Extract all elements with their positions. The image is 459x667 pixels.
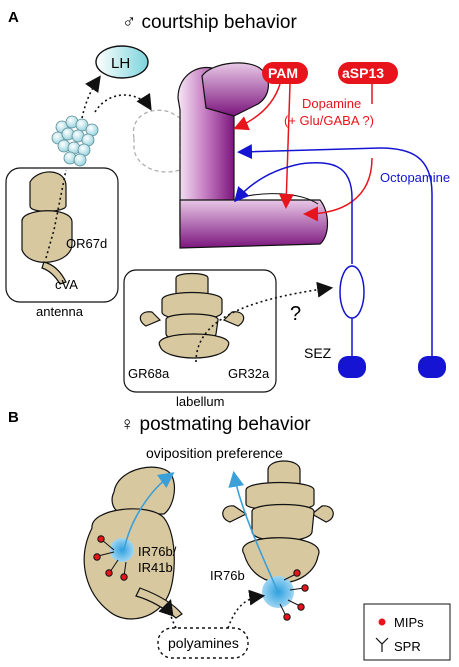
lh-oval — [95, 45, 149, 79]
right-body-drawing — [222, 460, 334, 584]
legend-mips-swatch — [378, 618, 386, 626]
or67d-label: OR67d — [66, 236, 107, 251]
arrow-cluster-to-mushroom-body — [94, 92, 152, 113]
antennal-lobe-cluster — [51, 115, 99, 167]
panel-b-letter: B — [8, 409, 19, 426]
ir-neuron-projections — [123, 470, 279, 593]
cva-label: cVA — [55, 277, 78, 292]
oviposition-label: oviposition preference — [146, 445, 283, 461]
mip-receptors-left — [93, 535, 128, 581]
ir76b-label: IR76b — [210, 568, 245, 583]
question-label: ? — [290, 303, 301, 325]
ir76b-ir41b-label-line1: IR76b/ — [138, 544, 177, 559]
octopamine-neuron-soma-2 — [418, 356, 446, 378]
ir76b-ir41b-label-line2: IR41b — [138, 560, 173, 575]
left-ir-neuron-glow — [110, 538, 134, 562]
legend-spr-swatch — [375, 637, 389, 652]
arrow-polyamines-left — [158, 598, 177, 629]
legend-mips-label: MIPs — [394, 615, 424, 630]
labellum-drawing — [139, 272, 245, 359]
mip-receptors-right — [279, 569, 309, 621]
labellum-box — [123, 269, 277, 393]
asp13-node — [338, 62, 398, 84]
gr32a-label: GR32a — [228, 366, 270, 381]
pam-label: PAM — [268, 65, 298, 81]
arrow-cluster-to-lh — [81, 75, 101, 119]
panel-a-letter: A — [8, 9, 19, 26]
octopamine-label: Octopamine — [380, 170, 450, 185]
antenna-drawing — [21, 171, 73, 285]
dopamine-label: Dopamine — [302, 96, 361, 111]
sez-neuron-arbor — [339, 265, 365, 319]
antenna-label: antenna — [36, 304, 84, 319]
asp13-label: aSP13 — [342, 65, 384, 81]
dotted-antenna-axon — [45, 169, 67, 259]
mushroom-body — [132, 62, 329, 249]
polyamines-box — [157, 627, 249, 659]
polyamines-label: polyamines — [168, 635, 239, 651]
pam-node — [262, 62, 308, 84]
panel-b-title: ♀ postmating behavior — [120, 414, 311, 435]
lh-label: LH — [111, 55, 130, 72]
arrow-labellum-to-sez — [195, 281, 334, 363]
panel-a-title: ♂ courtship behavior — [122, 12, 297, 33]
labellum-label: labellum — [176, 394, 224, 409]
antenna-box — [5, 167, 119, 303]
legend-spr-label: SPR — [394, 639, 421, 654]
legend-box — [363, 603, 451, 661]
gr68a-label: GR68a — [128, 366, 170, 381]
sez-label: SEZ — [304, 345, 332, 361]
arrow-polyamines-right — [227, 589, 266, 629]
glu-gaba-label: (+ Glu/GABA ?) — [284, 113, 374, 128]
octopamine-neuron-soma-1 — [338, 356, 366, 378]
